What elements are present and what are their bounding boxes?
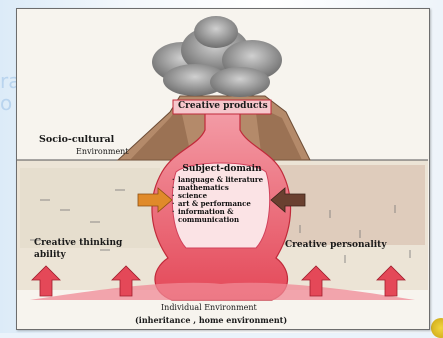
creative-personality-label: Creative personality [285, 240, 387, 250]
subject-item: information & [178, 208, 272, 216]
thinking-zone [20, 168, 160, 248]
creative-thinking-label: Creative thinking [34, 238, 122, 248]
subject-item-continued: communication [172, 216, 272, 224]
subject-domain-title: Subject-domain [172, 165, 272, 173]
individual-environment-label: Individual Environment [161, 303, 257, 312]
eruption-cloud [152, 16, 282, 97]
subject-domain-box: Subject-domain language & literature mat… [172, 165, 272, 224]
creative-products-label: Creative products [178, 101, 268, 111]
socio-cultural-label: Socio-cultural [39, 134, 114, 145]
ability-label: ability [34, 250, 66, 260]
subject-domain-list: language & literature mathematics scienc… [172, 176, 272, 216]
socio-environment-label: Environment [76, 147, 129, 156]
inheritance-label: (inheritance , home environment) [135, 315, 287, 325]
